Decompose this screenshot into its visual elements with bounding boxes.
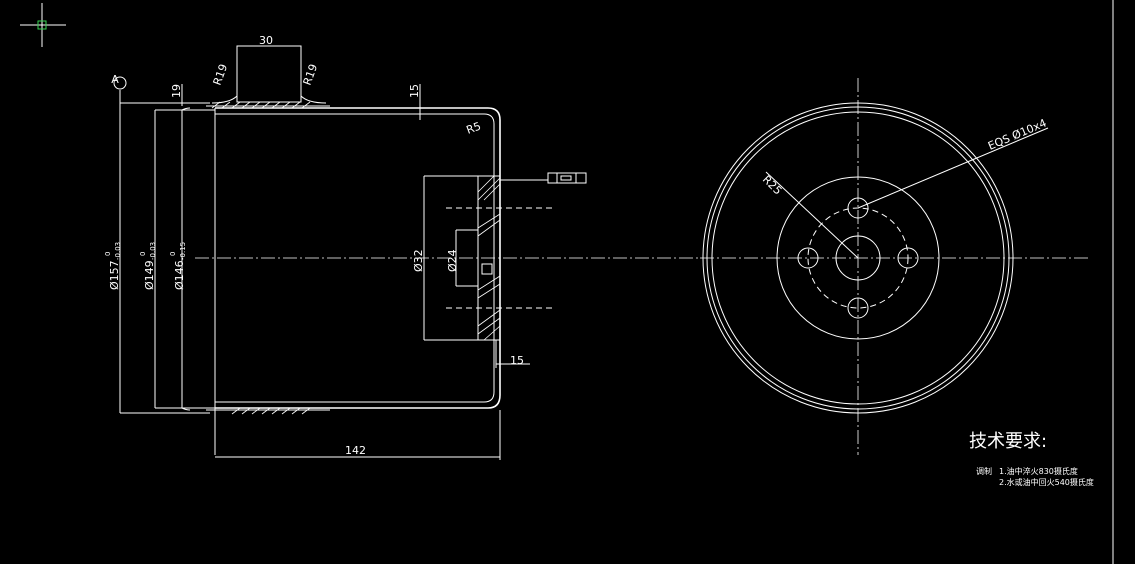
tech-requirements-prefix: 调制 (976, 466, 992, 476)
dim-holes-eqs: EQS Ø10x4 (986, 116, 1048, 152)
svg-text:0: 0 (139, 252, 147, 256)
dim-length-142: 142 (345, 444, 366, 457)
dim-15-bottom: 15 (510, 354, 524, 367)
dim-r19-left: R19 (211, 62, 231, 87)
svg-text:-0.15: -0.15 (179, 242, 187, 260)
tech-requirement-1: 1.油中淬火830摄氏度 (999, 466, 1078, 476)
tech-requirements-title: 技术要求: (969, 431, 1047, 452)
tech-requirement-2: 2.水或油中回火540摄氏度 (999, 477, 1094, 487)
svg-text:0: 0 (104, 252, 112, 256)
dim-dia-24: Ø24 (446, 249, 459, 272)
dim-dia-157: Ø157 0 -0.03 (104, 242, 122, 290)
cursor-crosshair (20, 3, 66, 47)
dim-dia-146: Ø146 0 -0.15 (169, 242, 187, 290)
dim-r19-right: R19 (301, 62, 321, 87)
dim-19: 19 (170, 84, 183, 98)
svg-text:0: 0 (169, 252, 177, 256)
svg-text:-0.03: -0.03 (149, 242, 157, 260)
svg-text:Ø157: Ø157 (108, 260, 121, 290)
dim-r5: R5 (465, 120, 483, 137)
dim-15-top: 15 (408, 84, 421, 98)
svg-text:Ø146: Ø146 (173, 260, 186, 290)
section-view (113, 45, 700, 460)
dim-width-30: 30 (259, 34, 273, 47)
dim-dia-149: Ø149 0 -0.03 (139, 242, 157, 290)
dim-r25: R25 (760, 173, 784, 197)
svg-text:-0.03: -0.03 (114, 242, 122, 260)
end-view (700, 78, 1090, 455)
svg-text:Ø149: Ø149 (143, 260, 156, 290)
dim-dia-32: Ø32 (412, 249, 425, 272)
datum-a-label: A (111, 73, 119, 86)
